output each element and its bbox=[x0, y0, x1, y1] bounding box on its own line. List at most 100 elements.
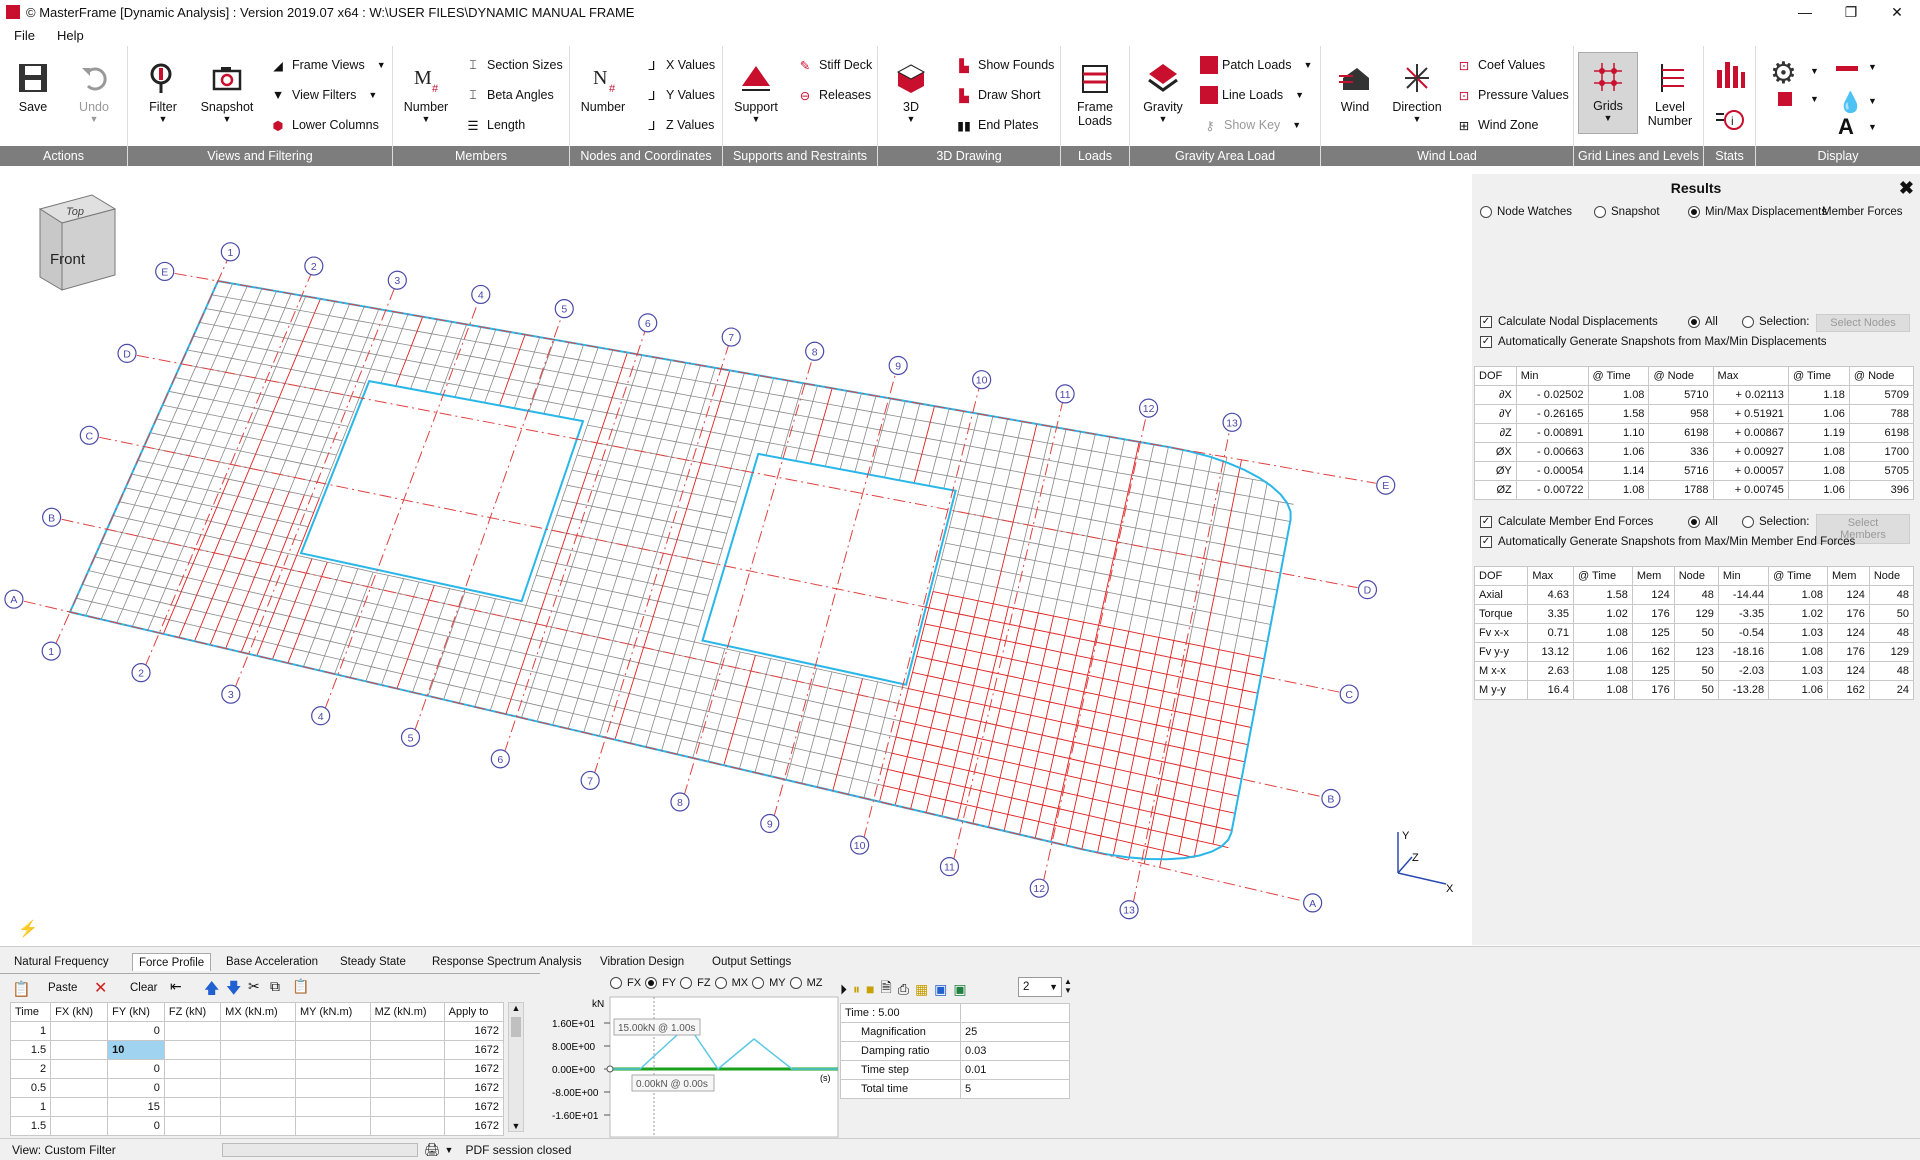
grid-bubble-A-left[interactable] bbox=[4, 589, 24, 609]
support-button[interactable]: Support ▼ bbox=[726, 54, 786, 124]
table-cell[interactable] bbox=[295, 1021, 371, 1041]
grid-bubble-12-bottom[interactable] bbox=[1029, 878, 1049, 898]
grid-bubble-2-bottom[interactable] bbox=[131, 663, 151, 683]
paste-icon[interactable]: 📋 bbox=[12, 981, 31, 998]
filter-button[interactable]: Filter ▼ bbox=[133, 54, 193, 124]
preview-icon[interactable]: 🗎 bbox=[880, 979, 892, 995]
table-cell[interactable] bbox=[50, 1021, 109, 1041]
dof-radio-fy[interactable]: FY bbox=[645, 977, 676, 989]
restore-icon[interactable]: ❐ bbox=[1844, 3, 1858, 20]
grid-bubble-8-bottom[interactable] bbox=[670, 792, 690, 812]
x-values-button[interactable]: ⅃X Values bbox=[642, 54, 716, 76]
dof-radio-my[interactable]: MY bbox=[752, 977, 786, 989]
beta-angles-button[interactable]: ⌶Beta Angles bbox=[463, 84, 553, 106]
table-cell[interactable] bbox=[220, 1078, 296, 1098]
dof-radio-fz[interactable]: FZ bbox=[680, 977, 711, 989]
table-cell[interactable] bbox=[220, 1040, 296, 1060]
grid-bubble-2-top[interactable] bbox=[304, 256, 324, 276]
calc-nodal-checkbox[interactable]: ✓Calculate Nodal Displacements bbox=[1480, 316, 1658, 328]
table-cell[interactable] bbox=[163, 1116, 222, 1136]
table-cell[interactable]: 1672 bbox=[443, 1078, 505, 1098]
table-cell[interactable] bbox=[369, 1116, 445, 1136]
grid-bubble-4-bottom[interactable] bbox=[311, 706, 331, 726]
save-button[interactable]: Save bbox=[3, 54, 63, 114]
nodal-selection-radio[interactable]: Selection: bbox=[1742, 316, 1810, 328]
level-number-button[interactable]: Level Number bbox=[1640, 54, 1700, 128]
tab-force-profile[interactable]: Force Profile bbox=[132, 953, 212, 971]
table-cell[interactable] bbox=[50, 1116, 109, 1136]
grid-bubble-B-left[interactable] bbox=[42, 507, 62, 527]
colour-drop-icon[interactable]: 💧 bbox=[1838, 92, 1863, 114]
table-cell[interactable] bbox=[163, 1078, 222, 1098]
grid-bubble-8-top[interactable] bbox=[805, 341, 825, 361]
grid-bubble-6-bottom[interactable] bbox=[490, 749, 510, 769]
table-cell[interactable] bbox=[163, 1059, 222, 1079]
radio-minmax-displacements[interactable]: Min/Max Displacements bbox=[1688, 206, 1827, 218]
undo-button[interactable]: Undo ▼ bbox=[64, 54, 124, 124]
pointer-tool-icon[interactable]: ⚡ bbox=[18, 921, 38, 938]
table-cell[interactable]: 10 bbox=[107, 1040, 165, 1060]
close-icon[interactable]: ✕ bbox=[1891, 3, 1903, 20]
table-cell[interactable] bbox=[220, 1097, 296, 1117]
line-style-icon[interactable] bbox=[1836, 66, 1858, 71]
force-table-scrollbar[interactable]: ▲ ▼ bbox=[508, 1002, 524, 1132]
z-values-button[interactable]: ⅃Z Values bbox=[642, 114, 715, 136]
frame-loads-button[interactable]: Frame Loads bbox=[1065, 54, 1125, 128]
y-values-button[interactable]: ⅃Y Values bbox=[642, 84, 715, 106]
direction-button[interactable]: Direction ▼ bbox=[1387, 54, 1447, 124]
insert-row-icon[interactable]: ⇤ bbox=[170, 978, 182, 994]
patch-loads-button[interactable]: Patch Loads▼ bbox=[1200, 54, 1312, 76]
length-button[interactable]: ☰Length bbox=[463, 114, 525, 136]
table-cell[interactable] bbox=[50, 1059, 109, 1079]
grid-bubble-9-bottom[interactable] bbox=[760, 813, 780, 834]
view-filters-button[interactable]: ▼View Filters▼ bbox=[268, 84, 377, 106]
coef-values-button[interactable]: ⊡Coef Values bbox=[1454, 54, 1545, 76]
grid-bubble-1-bottom[interactable] bbox=[41, 641, 61, 661]
minimize-icon[interactable]: — bbox=[1798, 4, 1812, 20]
stats-chart-icon[interactable] bbox=[1714, 58, 1746, 93]
property-value[interactable]: 0.03 bbox=[960, 1041, 1070, 1061]
table-cell[interactable] bbox=[50, 1078, 109, 1098]
radio-snapshot[interactable]: Snapshot bbox=[1594, 206, 1660, 218]
table-cell[interactable] bbox=[50, 1040, 109, 1060]
property-value[interactable]: 0.01 bbox=[960, 1060, 1070, 1080]
table-cell[interactable] bbox=[295, 1078, 371, 1098]
node-style-icon[interactable] bbox=[1778, 92, 1792, 106]
grid-bubble-B-right[interactable] bbox=[1321, 788, 1341, 809]
grid-bubble-3-bottom[interactable] bbox=[221, 684, 241, 704]
auto-snapshot-forces-checkbox[interactable]: ✓Automatically Generate Snapshots from M… bbox=[1480, 536, 1856, 548]
table-cell[interactable] bbox=[220, 1059, 296, 1079]
grid-export-icon[interactable]: ▦ bbox=[914, 980, 929, 997]
view-cube[interactable]: Top Front bbox=[38, 194, 117, 291]
lower-columns-button[interactable]: ⬢Lower Columns bbox=[268, 114, 379, 136]
3d-button[interactable]: 3D ▼ bbox=[881, 54, 941, 124]
wind-zone-button[interactable]: ⊞Wind Zone bbox=[1454, 114, 1539, 136]
dof-radio-mx[interactable]: MX bbox=[714, 977, 748, 989]
table-cell[interactable]: 0 bbox=[107, 1059, 165, 1079]
menu-file[interactable]: File bbox=[14, 27, 35, 43]
copy-icon[interactable]: ⧉ bbox=[270, 978, 280, 994]
table-cell[interactable] bbox=[369, 1059, 445, 1079]
font-dropdown-icon[interactable]: ▼ bbox=[1868, 122, 1877, 132]
show-founds-button[interactable]: ▙Show Founds bbox=[954, 54, 1054, 76]
stats-info-icon[interactable]: i bbox=[1714, 108, 1746, 135]
nodal-all-radio[interactable]: All bbox=[1688, 316, 1718, 328]
grid-bubble-5-top[interactable] bbox=[554, 299, 574, 319]
member-selection-radio[interactable]: Selection: bbox=[1742, 516, 1810, 528]
frame-views-button[interactable]: ◢Frame Views▼ bbox=[268, 54, 385, 76]
stop-icon[interactable]: ■ bbox=[866, 981, 875, 997]
force-profile-graph[interactable]: kN1.60E+018.00E+000.00E+00-8.00E+00-1.60… bbox=[540, 995, 840, 1139]
tab-response-spectrum-analysis[interactable]: Response Spectrum Analysis bbox=[432, 956, 582, 968]
clear-icon[interactable]: ✕ bbox=[94, 980, 108, 997]
end-plates-button[interactable]: ▮▮End Plates bbox=[954, 114, 1038, 136]
table-cell[interactable]: 0 bbox=[107, 1021, 165, 1041]
table-cell[interactable]: 1.5 bbox=[9, 1116, 52, 1136]
